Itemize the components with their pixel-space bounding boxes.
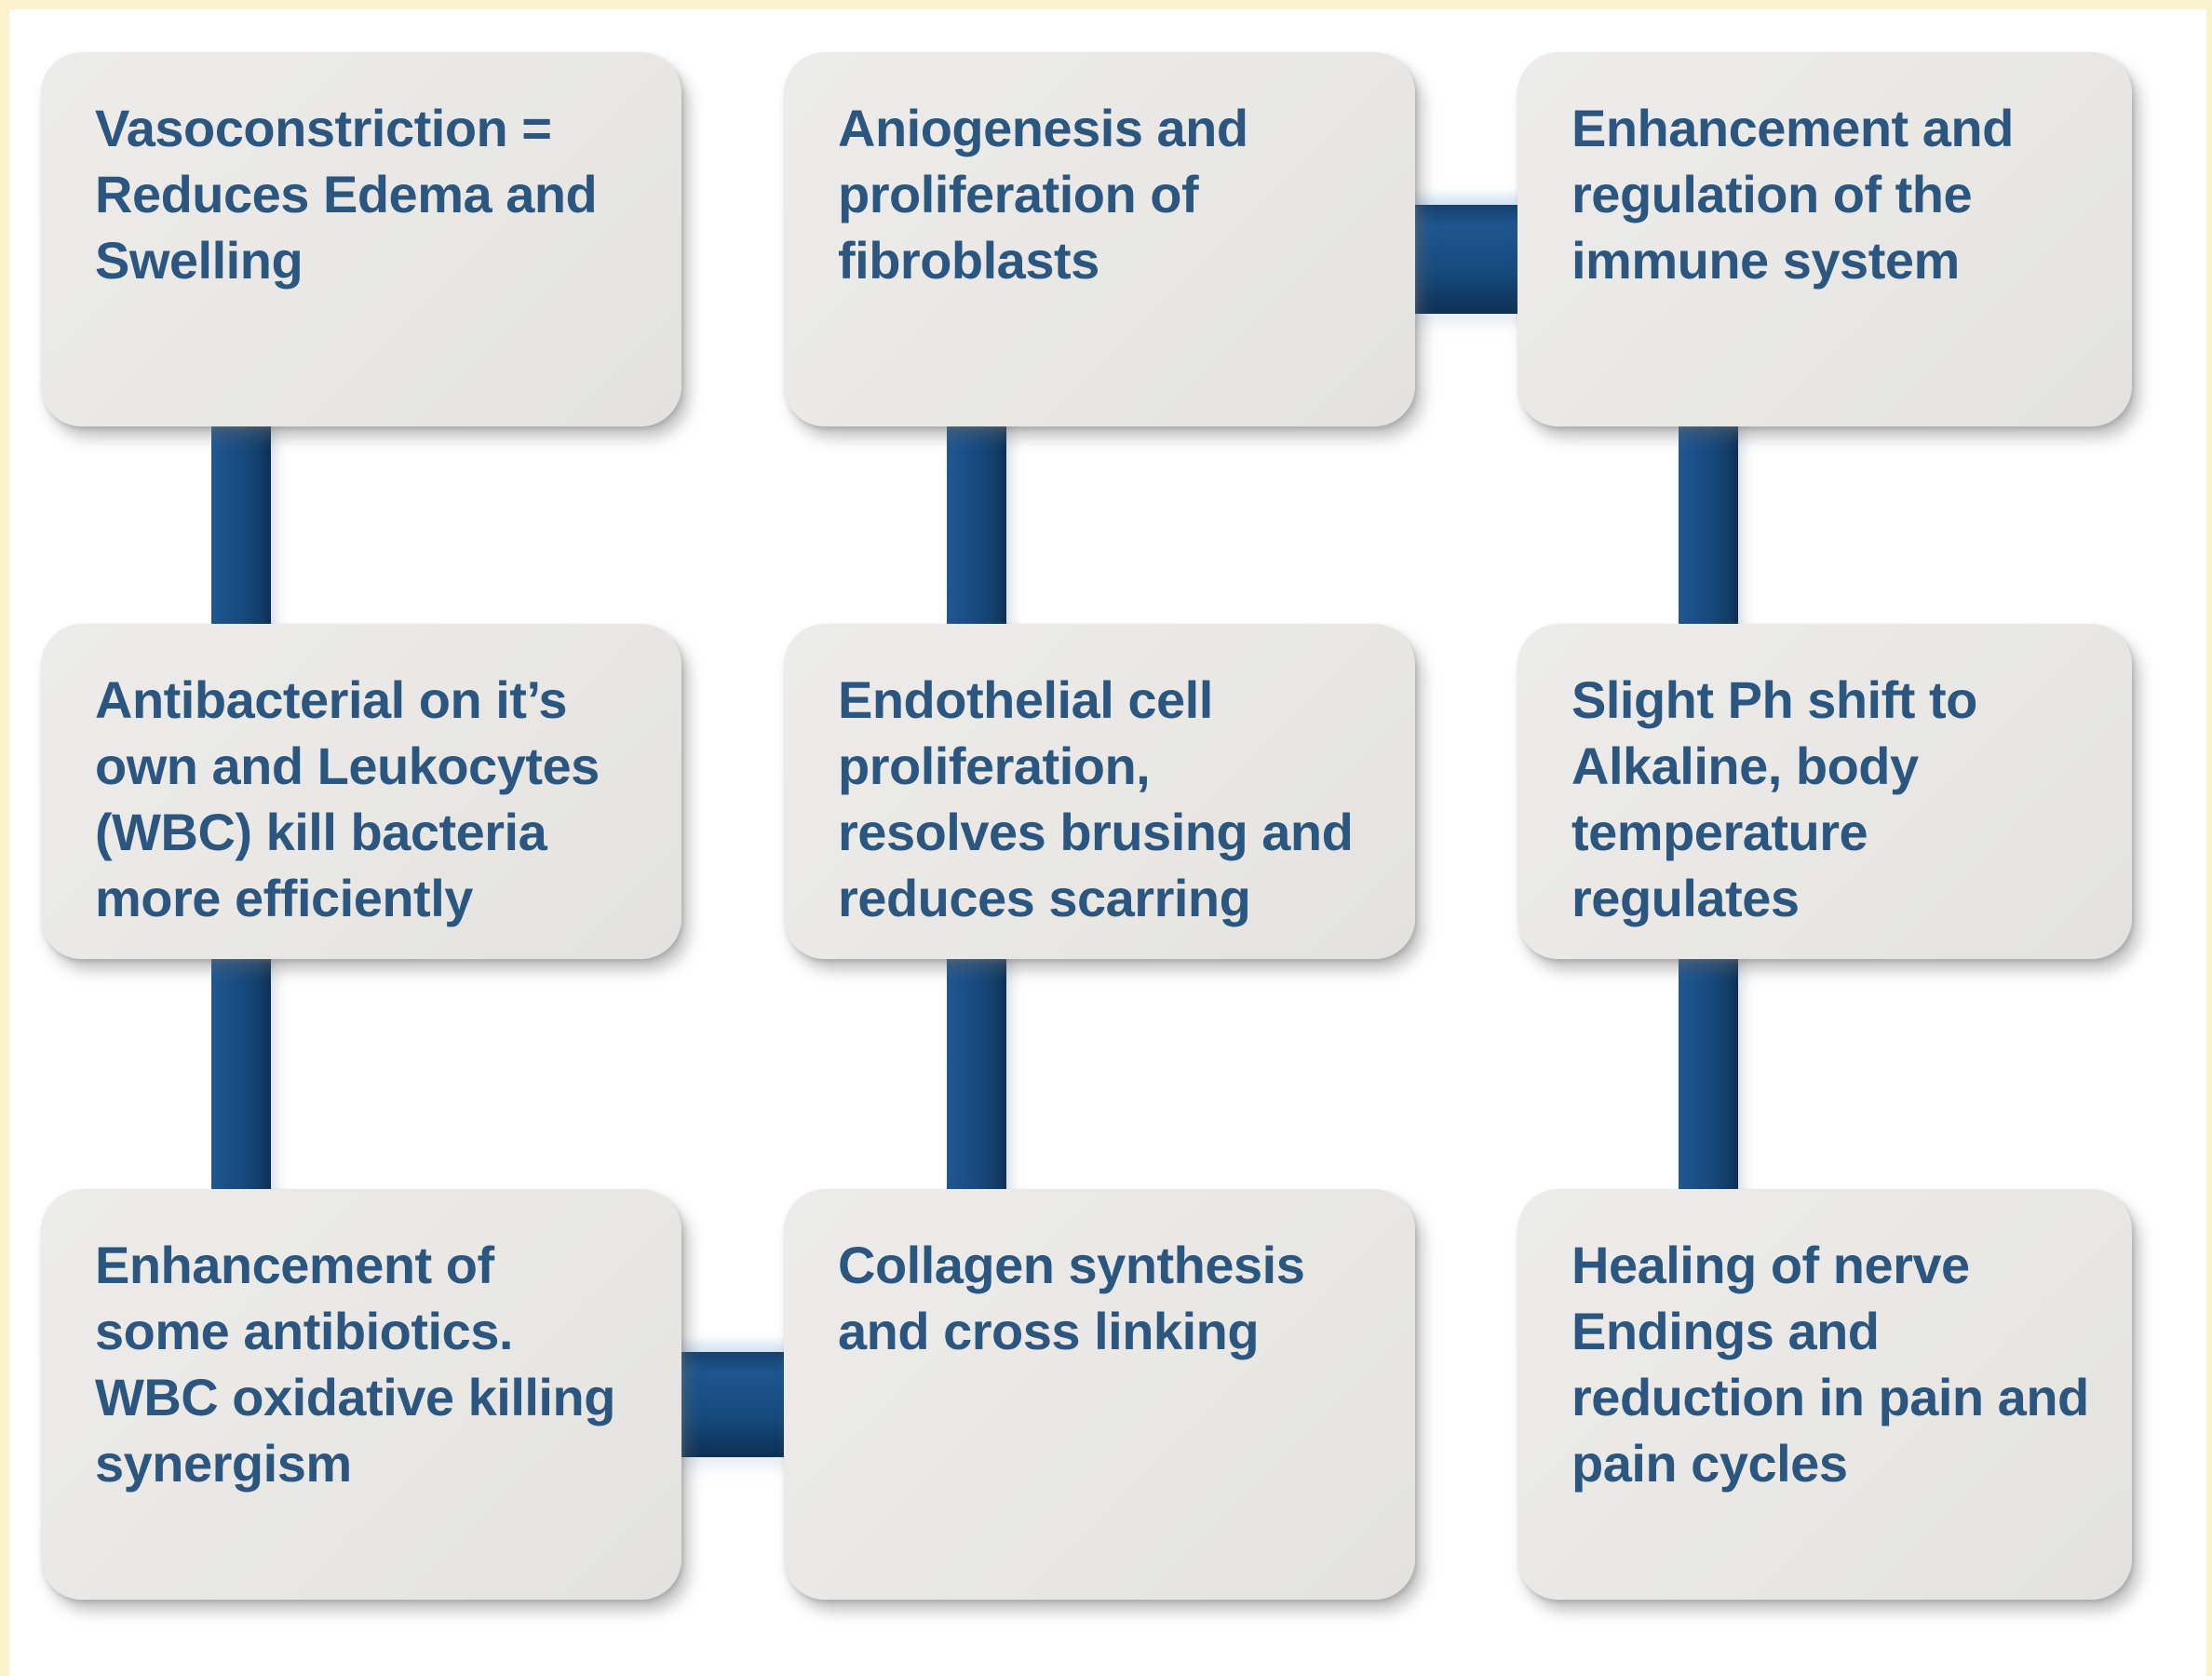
flow-box-antibiotics-label: Enhancement of some antibiotics. WBC oxi… — [95, 1236, 615, 1493]
flow-box-antibacterial-label: Antibacterial on it’s own and Leukocytes… — [95, 670, 600, 927]
flow-box-immune-system-label: Enhancement and regulation of the immune… — [1571, 99, 2014, 290]
flow-box-nerve-healing: Healing of nerve Endings and reduction i… — [1517, 1189, 2132, 1600]
flow-box-nerve-healing-label: Healing of nerve Endings and reduction i… — [1571, 1236, 2089, 1493]
flow-box-ph-shift-label: Slight Ph shift to Alkaline, body temper… — [1571, 670, 1977, 927]
flow-box-vasoconstriction: Vasoconstriction = Reduces Edema and Swe… — [41, 52, 681, 426]
connector-vasoconstriction-to-antibacterial — [211, 400, 271, 648]
flow-box-immune-system: Enhancement and regulation of the immune… — [1517, 52, 2132, 426]
connector-angiogenesis-to-endothelial — [947, 400, 1006, 648]
connector-endothelial-to-collagen — [947, 935, 1006, 1214]
connector-angiogenesis-to-immune — [1402, 205, 1532, 314]
flow-box-endothelial-label: Endothelial cell proliferation, resolves… — [838, 670, 1354, 927]
connector-antibiotics-to-collagen — [668, 1352, 799, 1457]
flow-box-endothelial: Endothelial cell proliferation, resolves… — [784, 624, 1415, 959]
flow-box-vasoconstriction-label: Vasoconstriction = Reduces Edema and Swe… — [95, 99, 598, 290]
flow-box-collagen-label: Collagen synthesis and cross linking — [838, 1236, 1305, 1360]
flow-box-angiogenesis: Aniogenesis and proliferation of fibrobl… — [784, 52, 1415, 426]
connector-immune-to-ph-shift — [1679, 400, 1738, 648]
flow-box-collagen: Collagen synthesis and cross linking — [784, 1189, 1415, 1600]
connector-antibacterial-to-antibiotics — [211, 935, 271, 1214]
connector-ph-shift-to-nerve-healing — [1679, 935, 1738, 1214]
flow-box-angiogenesis-label: Aniogenesis and proliferation of fibrobl… — [838, 99, 1248, 290]
flow-box-antibiotics: Enhancement of some antibiotics. WBC oxi… — [41, 1189, 681, 1600]
page-border-top — [0, 0, 2212, 9]
flow-box-ph-shift: Slight Ph shift to Alkaline, body temper… — [1517, 624, 2132, 959]
page-border-left — [0, 0, 9, 1676]
flow-box-antibacterial: Antibacterial on it’s own and Leukocytes… — [41, 624, 681, 959]
page-border-right — [2206, 0, 2212, 1676]
